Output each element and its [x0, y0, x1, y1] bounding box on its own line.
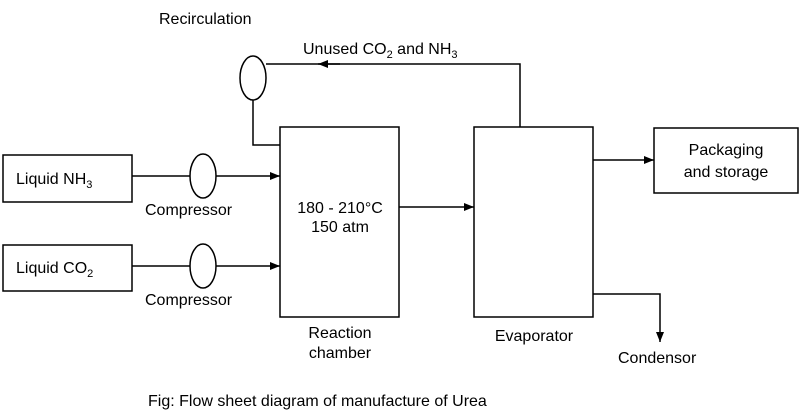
reaction-chamber-label-1: Reaction [308, 325, 372, 342]
compressor-label-2: Compressor [145, 292, 233, 309]
liquid-co2-box [2, 244, 133, 292]
recirculation-to-reactor-line [252, 100, 280, 146]
evaporator-label: Evaporator [494, 328, 574, 345]
evaporator-box [473, 126, 594, 318]
reaction-chamber-label-2: chamber [308, 345, 372, 362]
recirculation-label: Recirculation [159, 11, 252, 28]
liquid-co2-sub: 2 [87, 268, 94, 280]
unused-text-1: Unused CO [303, 41, 387, 58]
unused-sub-2: 3 [451, 49, 458, 61]
liquid-nh3-text: Liquid NH [16, 171, 87, 188]
recirculation-pump [239, 55, 267, 101]
reaction-chamber-box [279, 126, 400, 318]
liquid-co2-text: Liquid CO [16, 260, 88, 277]
unused-sub-1: 2 [386, 49, 393, 61]
liquid-nh3-box [2, 154, 133, 203]
unused-text-2: and NH [392, 41, 452, 58]
compressor-nh3 [189, 153, 217, 199]
compressor-label-1: Compressor [145, 202, 233, 219]
compressor-co2 [189, 243, 217, 289]
arrow-to-condensor [593, 293, 664, 342]
condensor-label: Condensor [618, 350, 697, 367]
pressure-label: 150 atm [311, 219, 369, 236]
unused-gases-label: Unused CO2 and NH3 [303, 40, 458, 61]
figure-caption: Fig: Flow sheet diagram of manufacture o… [148, 393, 487, 410]
temperature-label: 180 - 210°C [297, 200, 383, 217]
liquid-co2-label: Liquid CO2 [16, 259, 94, 280]
packaging-label-2: and storage [683, 164, 769, 181]
liquid-nh3-sub: 3 [86, 179, 93, 191]
packaging-label-1: Packaging [688, 142, 764, 159]
liquid-nh3-label: Liquid NH3 [16, 170, 93, 191]
recycle-line [266, 63, 521, 127]
packaging-box [653, 127, 799, 194]
